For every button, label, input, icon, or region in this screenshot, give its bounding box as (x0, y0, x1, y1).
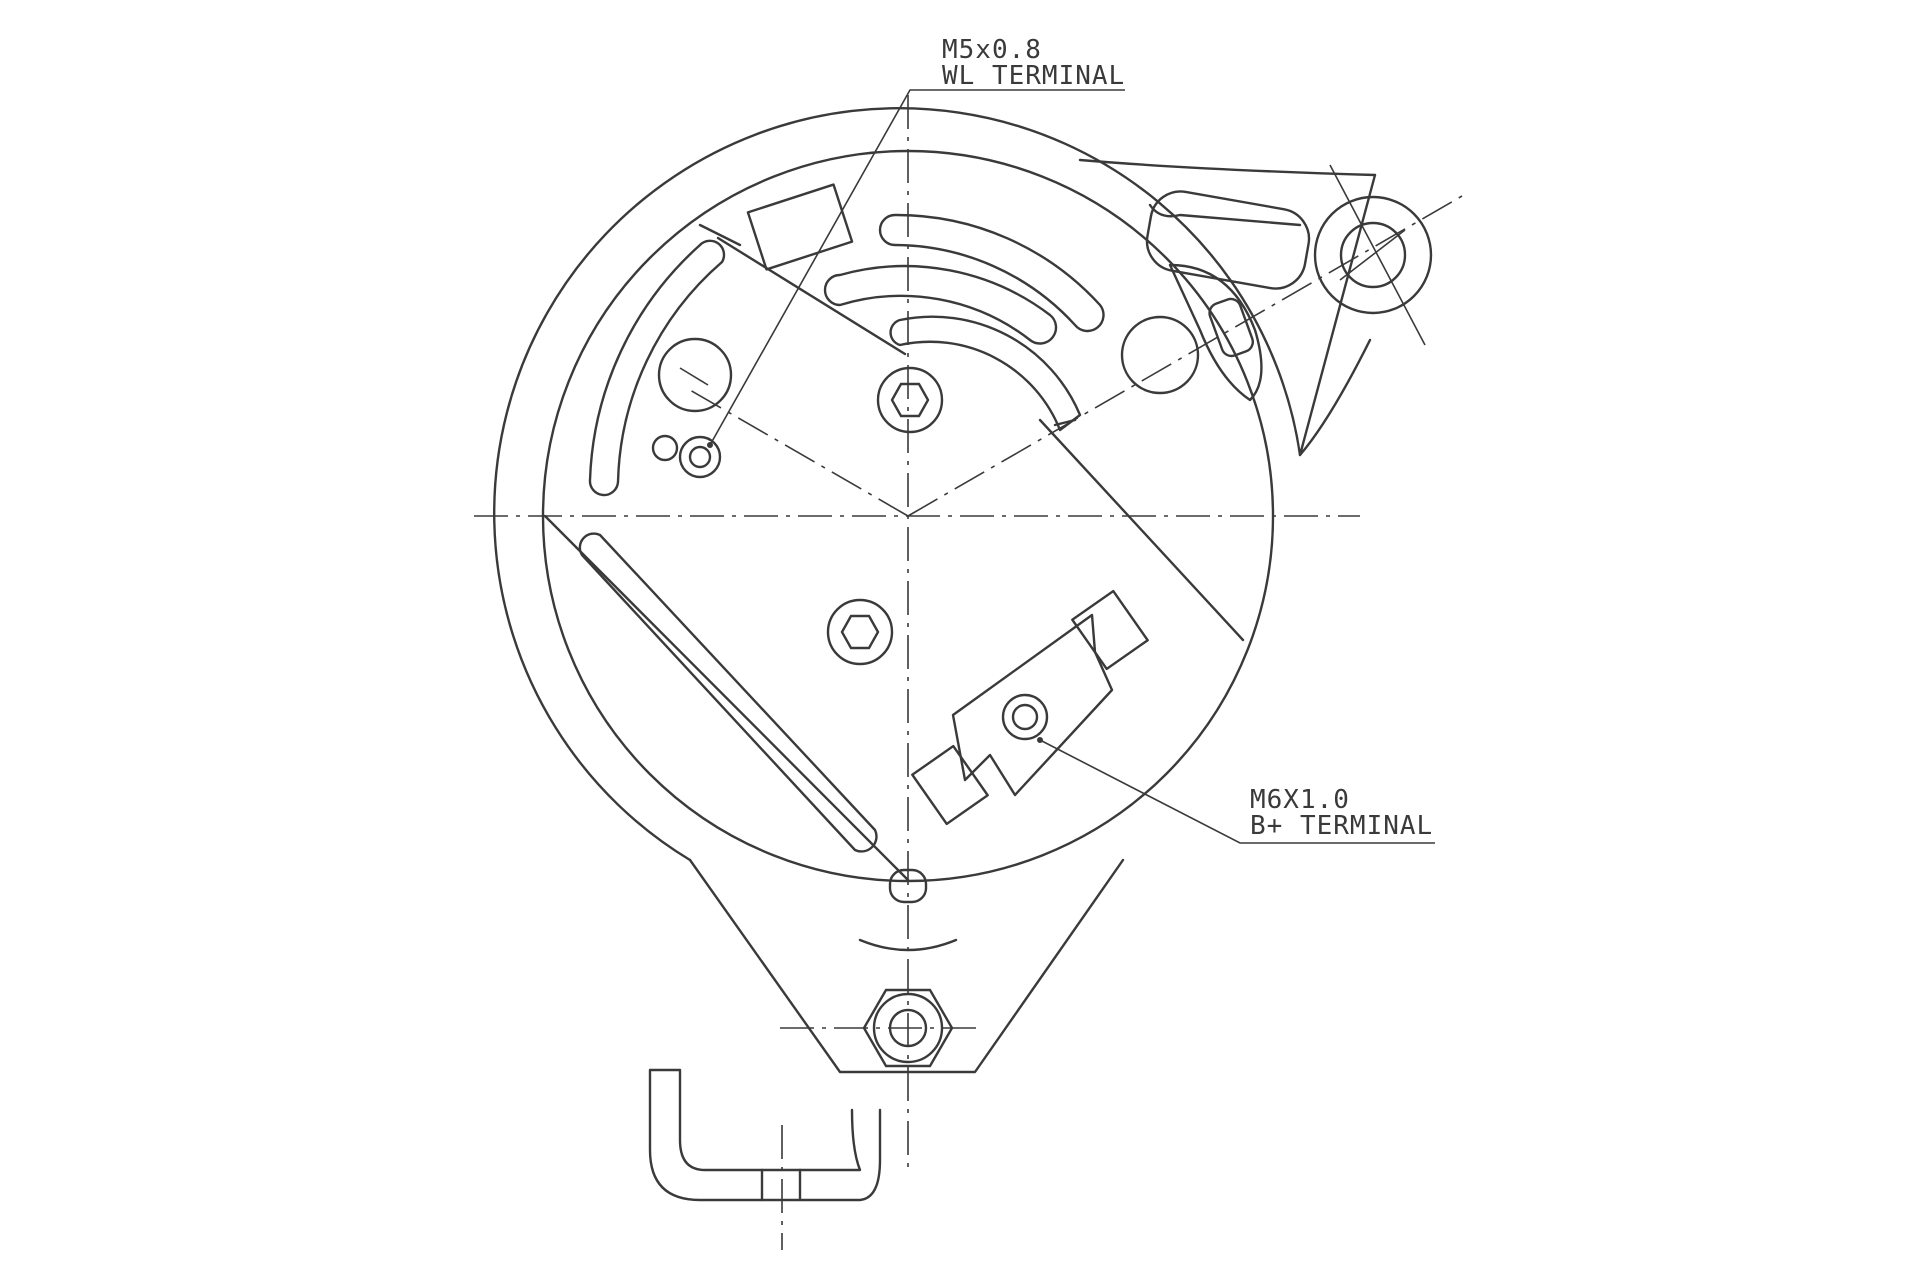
slot-tab (1053, 418, 1077, 427)
lower-plate-arc (858, 938, 958, 952)
bplus-terminal-callout: M6X1.0 B+ TERMINAL (1037, 737, 1435, 844)
cooling-slot-top (878, 213, 1105, 333)
right-round-hole (1120, 315, 1200, 395)
bplus-terminal-stud (1011, 703, 1039, 731)
divider-line-left (543, 514, 910, 882)
terminal-insulator-left (911, 744, 989, 826)
center-lines (474, 95, 1463, 1250)
upper-mount-eye (1313, 195, 1433, 315)
connector-strap (1148, 203, 1302, 227)
upper-eye-inner (1339, 221, 1407, 289)
plate-divisions (543, 223, 1245, 882)
wl-terminal-stud (688, 445, 712, 469)
housing-outline-right (1298, 338, 1372, 457)
divider-line-diagonal (716, 236, 907, 356)
bplus-thread-label: M6X1.0 (1250, 785, 1350, 815)
upper-mount-ear (1078, 158, 1377, 177)
wl-terminal-center-line (689, 389, 909, 517)
terminal-insulator-right (1071, 589, 1149, 671)
wl-thread-label: M5x0.8 (942, 35, 1042, 65)
regulator-connector (1145, 190, 1311, 402)
upper-mount-slot (1145, 190, 1311, 290)
terminal-block-body (951, 613, 1114, 797)
cooling-slots (578, 183, 1105, 853)
wl-leader-line (709, 89, 1125, 446)
upper-hex-bolt-icon (890, 382, 930, 418)
bplus-terminal-label: B+ TERMINAL (1250, 811, 1433, 841)
small-ground-stud (651, 434, 679, 462)
alternator-housing (493, 107, 1377, 1074)
lower-hex-bolt-boss (826, 598, 894, 666)
bplus-leader-arrow (1037, 737, 1043, 743)
mounting-bracket (648, 1068, 882, 1202)
lower-hex-bolt-icon (840, 614, 880, 650)
bracket-outline (648, 1068, 882, 1202)
fasteners (651, 315, 1200, 904)
bplus-terminal-nut (1001, 693, 1049, 741)
upper-eye-axis (1339, 229, 1406, 281)
wl-terminal-nut (678, 435, 722, 479)
wl-leader-arrow (707, 442, 713, 448)
upper-eye-outer (1313, 195, 1433, 315)
lower-eye-inner (888, 1008, 928, 1048)
left-hole-mark (679, 367, 709, 386)
cooling-slot-inner (889, 315, 1082, 432)
lower-hex-nut-icon (862, 988, 954, 1068)
bplus-leader-line (1039, 739, 1435, 844)
bottom-stud (888, 868, 928, 904)
lower-mount-eye (862, 988, 954, 1068)
lower-mount-ear (688, 858, 1125, 1074)
divider-line-right (1038, 418, 1245, 642)
cooling-slot-left-lower (578, 532, 878, 853)
divider-line-top (698, 223, 742, 247)
upper-mount-cross-line (1329, 164, 1426, 346)
connector-plug (1208, 297, 1254, 358)
housing-outline (493, 107, 1377, 862)
upper-hex-bolt-boss (876, 366, 944, 434)
wl-terminal-label: WL TERMINAL (942, 61, 1125, 91)
bplus-terminal-block (911, 589, 1149, 826)
wl-terminal-callout: M5x0.8 WL TERMINAL (707, 35, 1125, 448)
cooling-slot-left-upper (588, 239, 726, 497)
cooling-slot-middle (823, 264, 1058, 345)
top-rectangular-cap (746, 183, 854, 271)
left-round-hole (657, 337, 733, 413)
lower-eye-outer (872, 992, 944, 1064)
